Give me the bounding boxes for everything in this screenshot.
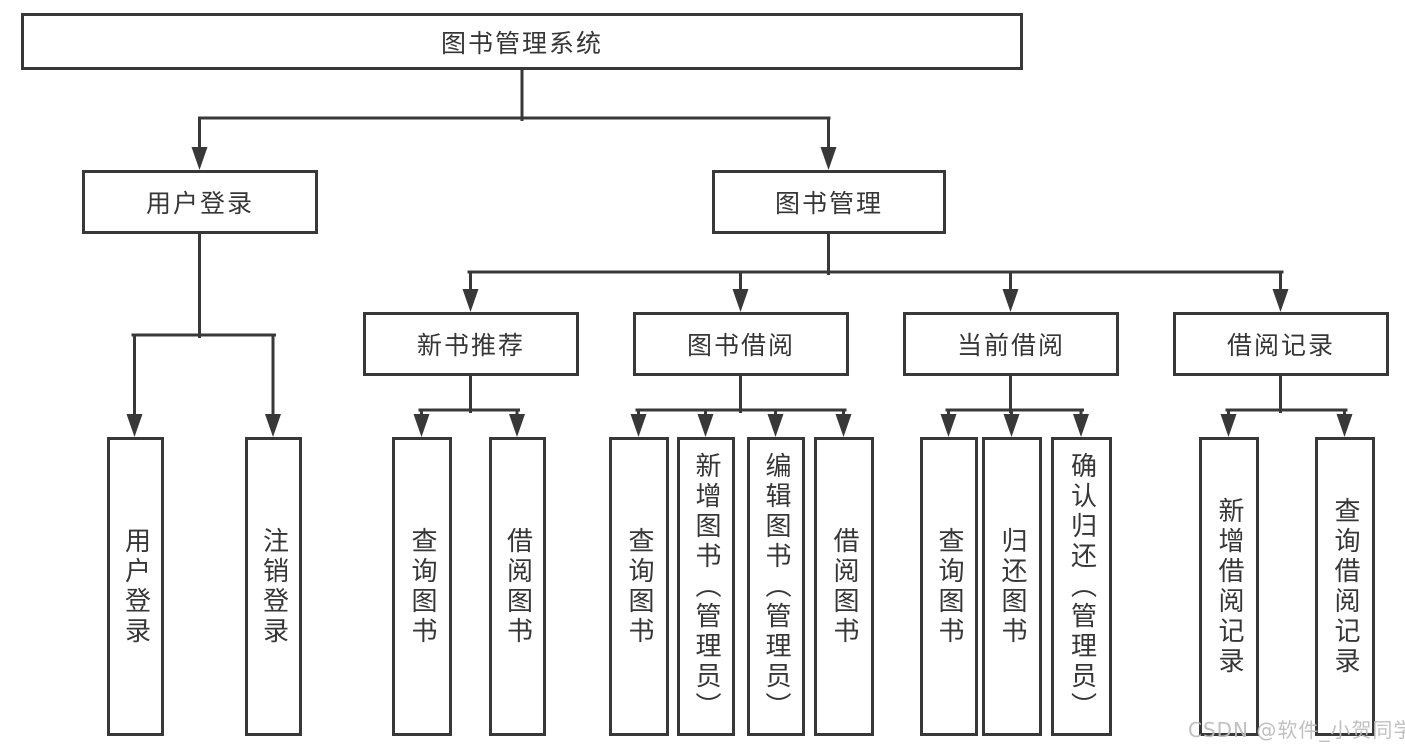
arrowheads xyxy=(126,147,1353,437)
node-root-system: 图书管理系统 xyxy=(21,13,1023,70)
leaf-logout: 注销登录 xyxy=(245,437,302,736)
node-book-borrowing: 图书借阅 xyxy=(633,312,849,376)
leaf-user-login-label: 用户登录 xyxy=(120,526,151,647)
leaf-cb-query-books-label: 查询图书 xyxy=(934,526,964,647)
leaf-bb-edit-books-admin-label: 编辑图书（管理员） xyxy=(761,451,791,722)
leaf-bb-add-books-admin-label: 新增图书（管理员） xyxy=(691,451,721,722)
node-book-management-label: 图书管理 xyxy=(774,189,883,218)
node-borrowing-records: 借阅记录 xyxy=(1173,312,1389,376)
node-user-login: 用户登录 xyxy=(82,170,318,234)
leaf-user-login: 用户登录 xyxy=(107,437,164,736)
leaf-bb-edit-books-admin: 编辑图书（管理员） xyxy=(747,437,805,736)
leaf-nb-query-books: 查询图书 xyxy=(392,437,452,736)
node-user-login-label: 用户登录 xyxy=(145,189,254,218)
leaf-cb-return-books: 归还图书 xyxy=(982,437,1042,736)
node-book-management: 图书管理 xyxy=(712,170,946,234)
leaf-nb-borrow-books-label: 借阅图书 xyxy=(502,526,533,647)
csdn-watermark: CSDN @软件_小贺同学 xyxy=(1188,718,1405,742)
leaf-cb-confirm-return-admin: 确认归还（管理员） xyxy=(1051,437,1112,736)
node-new-book-recommend: 新书推荐 xyxy=(363,312,579,376)
leaf-bb-borrow-books-label: 借阅图书 xyxy=(829,526,859,647)
node-current-borrowing-label: 当前借阅 xyxy=(956,331,1065,360)
node-borrowing-records-label: 借阅记录 xyxy=(1226,331,1335,360)
node-current-borrowing: 当前借阅 xyxy=(903,312,1119,376)
leaf-cb-query-books: 查询图书 xyxy=(920,437,978,736)
leaf-bb-query-books: 查询图书 xyxy=(609,437,669,736)
node-root-label: 图书管理系统 xyxy=(440,28,603,58)
leaf-nb-query-books-label: 查询图书 xyxy=(407,526,437,647)
leaf-br-add-record-label: 新增借阅记录 xyxy=(1214,496,1244,677)
leaf-cb-confirm-return-admin-label: 确认归还（管理员） xyxy=(1066,451,1097,722)
leaf-bb-add-books-admin: 新增图书（管理员） xyxy=(677,437,735,736)
leaf-bb-query-books-label: 查询图书 xyxy=(624,526,654,647)
leaf-cb-return-books-label: 归还图书 xyxy=(997,526,1027,647)
node-book-borrowing-label: 图书借阅 xyxy=(686,331,795,360)
leaf-logout-label: 注销登录 xyxy=(258,526,289,647)
node-new-book-recommend-label: 新书推荐 xyxy=(416,331,525,360)
leaf-br-add-record: 新增借阅记录 xyxy=(1199,437,1259,736)
leaf-br-query-record-label: 查询借阅记录 xyxy=(1330,496,1360,677)
leaf-nb-borrow-books: 借阅图书 xyxy=(489,437,546,736)
leaf-bb-borrow-books: 借阅图书 xyxy=(814,437,874,736)
leaf-br-query-record: 查询借阅记录 xyxy=(1315,437,1375,736)
